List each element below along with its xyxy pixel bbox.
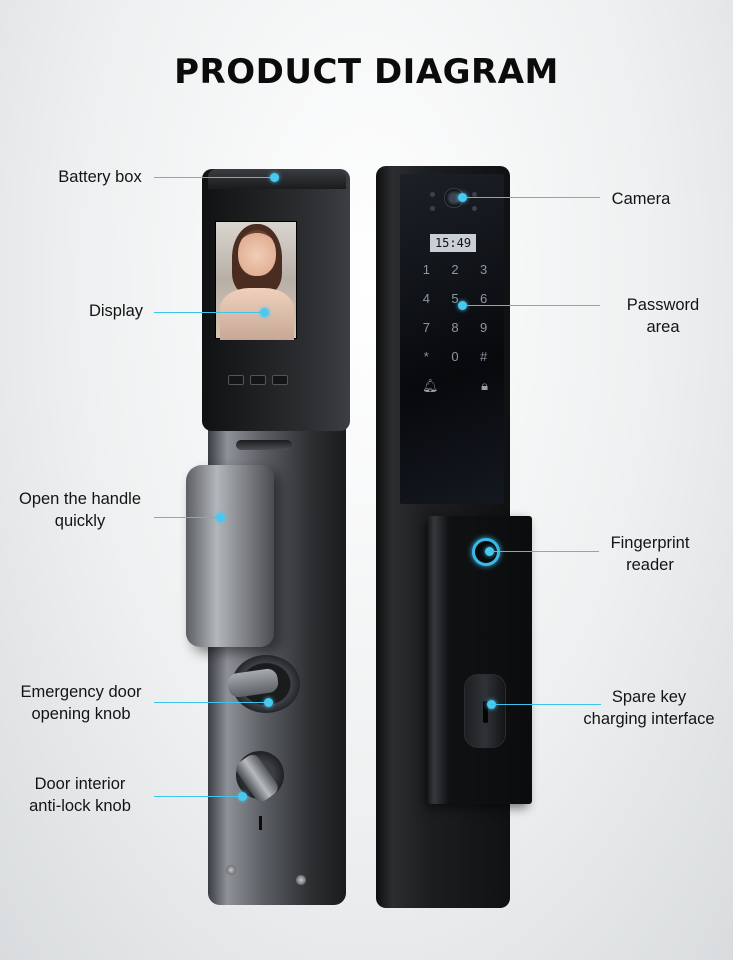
bell-icon[interactable]: 🔔︎ (422, 378, 439, 393)
exterior-lock-illustration: 15:49 1 2 3 4 5 6 7 8 9 * 0 # 🔔︎ 🔒︎ (376, 166, 534, 908)
quick-open-handle (186, 465, 274, 647)
label-display: Display (88, 302, 144, 320)
callout-dot (264, 698, 273, 707)
keypad-key[interactable]: 1 (422, 262, 430, 277)
label-open-handle: Open the handle quickly (18, 490, 142, 530)
keypad-key[interactable]: 9 (480, 320, 488, 335)
display-button (228, 375, 244, 385)
keypad-key[interactable]: 5 (451, 291, 459, 306)
label-camera: Camera (611, 190, 671, 208)
display-buttons (228, 375, 288, 385)
keypad-key[interactable]: 3 (480, 262, 488, 277)
keypad-key[interactable]: 2 (451, 262, 459, 277)
label-fingerprint-reader: Fingerprint reader (610, 534, 690, 574)
display-button (272, 375, 288, 385)
keypad-key[interactable]: 7 (422, 320, 430, 335)
front-glass-panel: 15:49 1 2 3 4 5 6 7 8 9 * 0 # 🔔︎ 🔒︎ (400, 174, 504, 504)
label-battery-box: Battery box (58, 168, 142, 186)
leader-line (154, 312, 264, 313)
spare-key-cover (464, 674, 506, 748)
leader-line (154, 177, 274, 178)
screw-icon (226, 865, 236, 875)
camera-cluster (428, 186, 480, 216)
charging-port (483, 701, 488, 723)
sensor-led (472, 192, 477, 197)
battery-box-housing (202, 169, 350, 431)
keypad-key[interactable]: # (480, 349, 488, 364)
screw-icon (296, 875, 306, 885)
sensor-led (472, 206, 477, 211)
leader-line (154, 702, 268, 703)
label-spare-key: Spare key charging interface (583, 688, 715, 728)
interior-lock-illustration (186, 165, 352, 907)
display-person-face (238, 230, 276, 276)
keypad-key[interactable]: * (423, 349, 429, 364)
display-person-shoulders (220, 288, 294, 340)
keypad-key[interactable]: 4 (422, 291, 430, 306)
time-display: 15:49 (430, 234, 476, 252)
keypad-key[interactable]: 8 (451, 320, 459, 335)
callout-dot (260, 308, 269, 317)
sensor-led (430, 192, 435, 197)
label-emergency-knob: Emergency door opening knob (20, 683, 142, 723)
page-title: PRODUCT DIAGRAM (174, 52, 559, 92)
keypad-icon-row: 🔔︎ 🔒︎ (412, 378, 498, 394)
display-screen (215, 221, 297, 340)
leader-line (462, 197, 600, 198)
password-keypad: 1 2 3 4 5 6 7 8 9 * 0 # (412, 262, 498, 365)
leader-line (491, 704, 601, 705)
leader-line (154, 796, 242, 797)
callout-dot (216, 513, 225, 522)
handle-slot (236, 440, 292, 450)
fingerprint-module (428, 516, 532, 804)
keypad-key[interactable]: 6 (480, 291, 488, 306)
leader-line (462, 305, 600, 306)
label-anti-lock-knob: Door interior anti-lock knob (29, 775, 131, 815)
leader-line (154, 517, 220, 518)
callout-dot (238, 792, 247, 801)
callout-dot (270, 173, 279, 182)
leader-line (489, 551, 599, 552)
keyhole (259, 816, 262, 830)
sensor-led (430, 206, 435, 211)
lock-icon[interactable]: 🔒︎ (481, 378, 488, 393)
display-button (250, 375, 266, 385)
label-password-area: Password area (626, 296, 700, 336)
keypad-key[interactable]: 0 (451, 349, 459, 364)
